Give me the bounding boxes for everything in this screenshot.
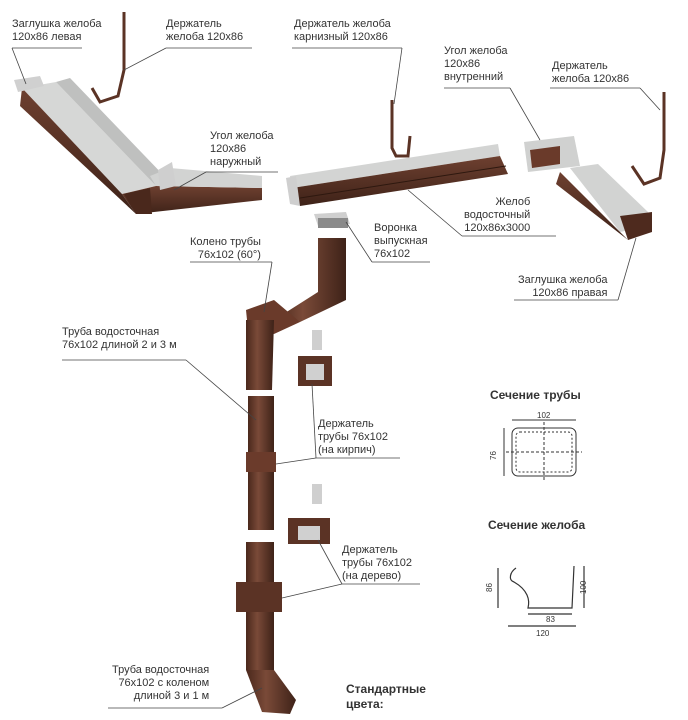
label-holder-pipe-brick: Держатель трубы 76х102 (на кирпич) xyxy=(318,418,389,456)
center-gutter xyxy=(286,144,508,206)
pipe-section-drawing xyxy=(503,419,582,482)
cornice-holder xyxy=(390,100,412,158)
label-pipe: Труба водосточная 76х102 длиной 2 и 3 м xyxy=(62,326,177,351)
label-gutter-holder-2: Держатель желоба 120х86 xyxy=(552,60,630,85)
gutter-bottom-dim: 83 xyxy=(546,615,555,624)
gutter-holder-2 xyxy=(630,92,666,186)
gutter-section-drawing xyxy=(497,565,585,627)
leader-lines xyxy=(11,47,661,709)
label-cap-right: Заглушка желоба 120х86 правая xyxy=(518,274,608,299)
gutter-section-title: Сечение желоба xyxy=(488,518,586,532)
right-gutter xyxy=(524,136,652,240)
elbow-pipe xyxy=(246,238,346,390)
label-cap-left: Заглушка желоба 120х86 левая xyxy=(12,18,102,43)
right-end-cap xyxy=(620,212,652,240)
label-corner-inner: Угол желоба 120х86 внутренний xyxy=(444,45,508,83)
pipe-height-dim: 76 xyxy=(489,451,498,460)
label-corner-outer: Угол желоба 120х86 наружный xyxy=(210,130,274,168)
label-holder-pipe-wood: Держатель трубы 76х102 (на дерево) xyxy=(342,544,413,582)
gutter-total-dim: 120 xyxy=(536,629,550,638)
brick-holder xyxy=(298,330,332,386)
left-gutter xyxy=(14,76,168,214)
label-gutter-holder-1: Держатель желоба 120х86 xyxy=(166,18,244,43)
label-pipe-elbow: Труба водосточная 76х102 с коленом длино… xyxy=(112,664,210,702)
gutter-left-dim: 86 xyxy=(485,583,494,592)
label-cornice-holder: Держатель желоба карнизный 120х86 xyxy=(294,18,391,43)
funnel xyxy=(314,212,350,228)
label-gutter: Желоб водосточный 120х86х3000 xyxy=(464,196,531,234)
label-std-colors: Стандартные цвета: xyxy=(346,682,426,711)
label-funnel: Воронка выпускная 76х102 xyxy=(374,222,428,260)
pipe-sections xyxy=(236,396,296,714)
left-end-cap xyxy=(14,76,44,92)
wood-holder xyxy=(288,484,330,544)
pipe-section-title: Сечение трубы xyxy=(490,388,581,402)
gutter-holder-1 xyxy=(90,12,126,104)
label-elbow: Колено трубы 76х102 (60°) xyxy=(190,236,261,261)
pipe-width-dim: 102 xyxy=(537,411,551,420)
gutter-right-dim: 100 xyxy=(579,580,588,594)
outer-corner-gutter xyxy=(122,162,262,214)
